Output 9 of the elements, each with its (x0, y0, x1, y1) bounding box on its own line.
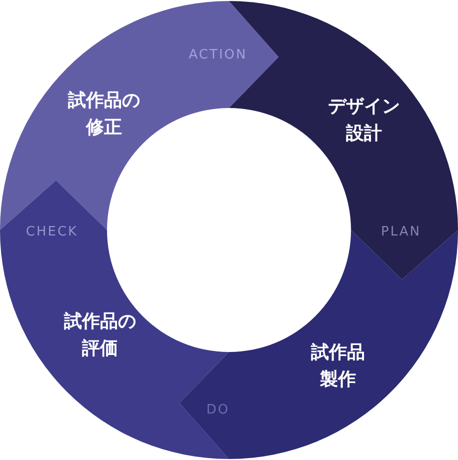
segment-title: デザイン設計 (327, 95, 401, 146)
segment-title: 試作品の修正 (67, 89, 141, 140)
segment-title: 試作品の評価 (63, 310, 137, 361)
phase-label: ACTION (188, 48, 248, 62)
phase-label: PLAN (381, 224, 421, 240)
phase-label: CHECK (26, 224, 78, 240)
phase-label: DO (206, 402, 230, 418)
segment-title: 試作品製作 (310, 341, 366, 392)
cycle-segment (0, 180, 229, 459)
